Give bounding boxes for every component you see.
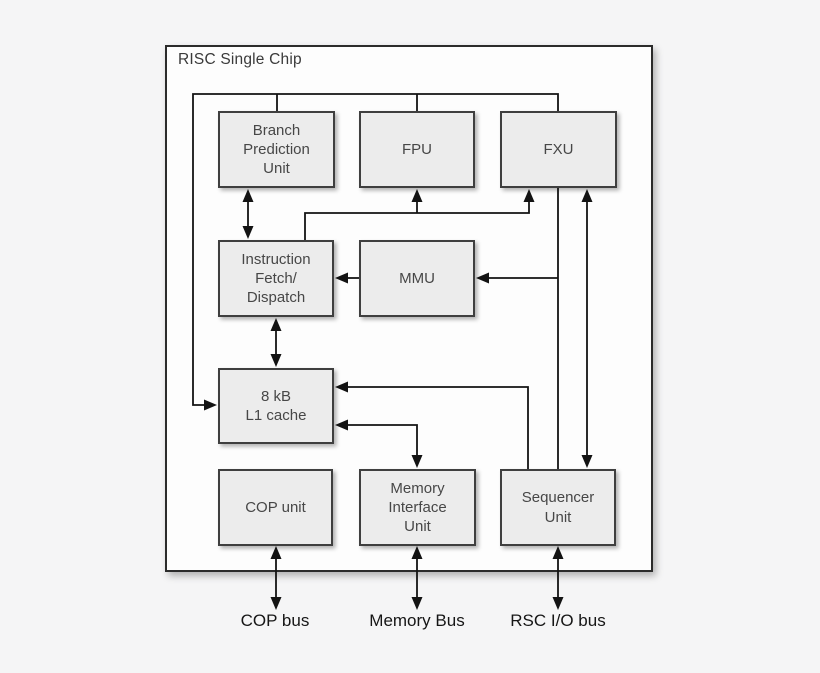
cop-unit-label: COP unit: [245, 498, 306, 516]
branch-prediction-unit-label: Branch Prediction Unit: [243, 121, 310, 178]
fxu-label: FXU: [543, 140, 574, 158]
l1-cache-block: 8 kB L1 cache: [218, 368, 334, 444]
io-bus-label: RSC I/O bus: [510, 611, 606, 630]
branch-prediction-unit-block: Branch Prediction Unit: [218, 111, 335, 188]
l1-cache-label: 8 kB L1 cache: [245, 387, 307, 424]
fpu-label: FPU: [402, 140, 432, 158]
sequencer-unit-label: Sequencer Unit: [521, 489, 595, 526]
memory-interface-unit-block: Memory Interface Unit: [359, 469, 476, 546]
fxu-block: FXU: [500, 111, 617, 188]
sequencer-unit-block: Sequencer Unit: [500, 469, 616, 546]
instruction-fetch-dispatch-label: Instruction Fetch/ Dispatch: [241, 250, 311, 307]
mmu-label: MMU: [399, 269, 435, 287]
instruction-fetch-dispatch-block: Instruction Fetch/ Dispatch: [218, 240, 334, 317]
cop-unit-block: COP unit: [218, 469, 333, 546]
mmu-block: MMU: [359, 240, 475, 317]
memory-bus-label: Memory Bus: [369, 611, 465, 630]
cop-bus-label: COP bus: [240, 611, 310, 630]
fpu-block: FPU: [359, 111, 475, 188]
memory-interface-unit-label: Memory Interface Unit: [388, 479, 447, 536]
chip-title: RISC Single Chip: [178, 51, 302, 68]
